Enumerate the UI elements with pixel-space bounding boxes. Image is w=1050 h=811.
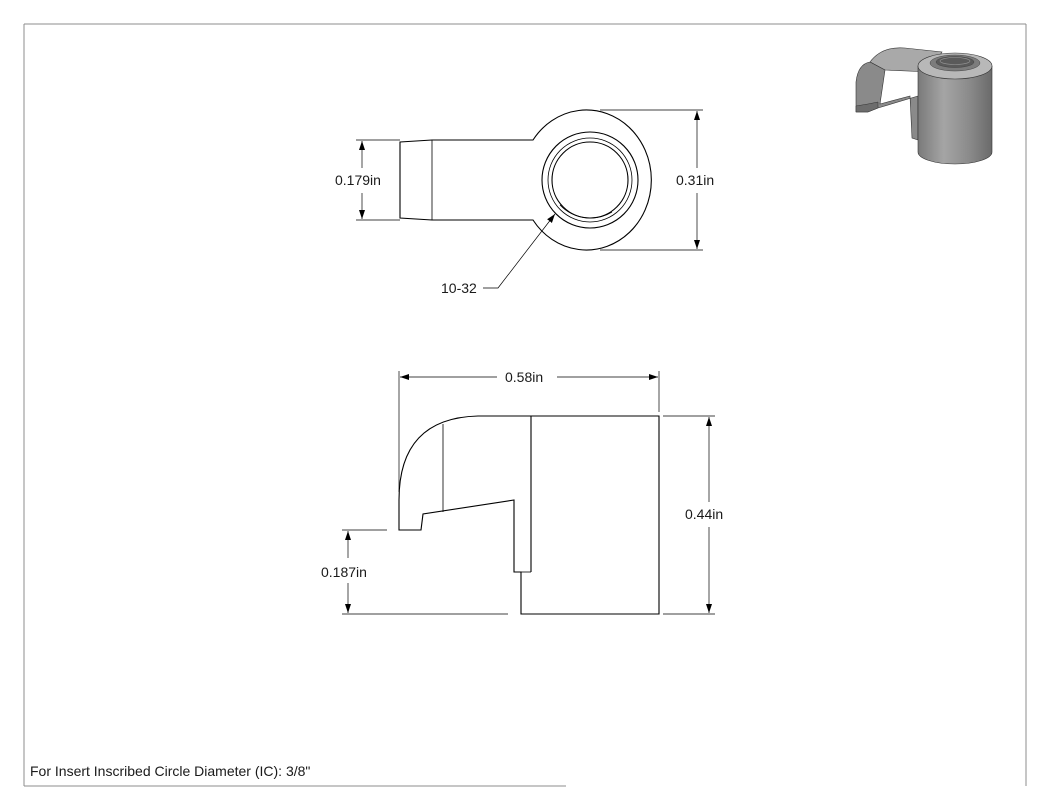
side-view: 0.58in 0.44in 0.187in (321, 369, 723, 615)
dim-031: 0.31in (676, 172, 714, 188)
thread-label: 10-32 (441, 280, 477, 296)
side-view-outline (398, 415, 660, 615)
dim-058: 0.58in (505, 369, 543, 385)
top-view-outline (399, 109, 652, 251)
top-width-dimension: 0.179in (335, 139, 400, 221)
thread-callout: 10-32 (441, 213, 556, 296)
side-length-dimension: 0.58in (398, 369, 660, 492)
dim-0179: 0.179in (335, 172, 381, 188)
side-step-dimension: 0.187in (321, 529, 508, 615)
dim-044: 0.44in (685, 506, 723, 522)
insert-ic-note: For Insert Inscribed Circle Diameter (IC… (30, 763, 310, 779)
sheet-border (23, 23, 1027, 787)
top-view: 0.179in 0.31in 10-32 (335, 109, 714, 296)
top-height-dimension: 0.31in (600, 109, 714, 251)
dim-0187: 0.187in (321, 564, 367, 580)
isometric-part-render (855, 47, 993, 165)
side-height-dimension: 0.44in (663, 415, 723, 615)
